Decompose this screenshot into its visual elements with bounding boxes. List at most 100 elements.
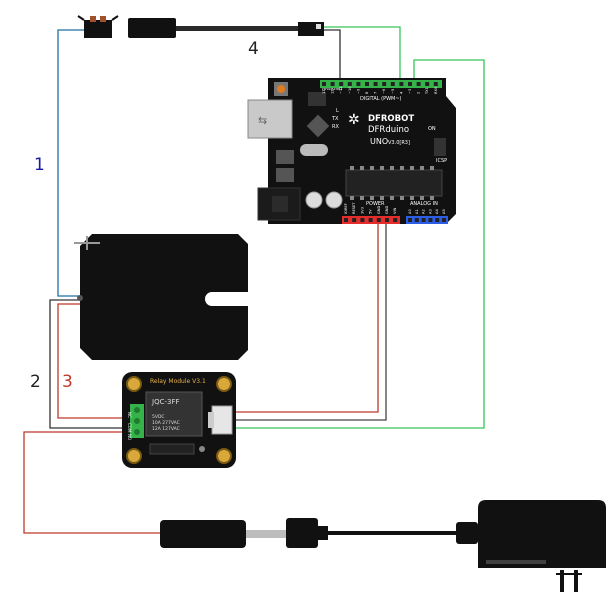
digital-pin [390,82,395,86]
power-pin-label: GND [385,206,389,214]
digital-pin [433,82,438,86]
svg-text:ON: ON [428,126,436,132]
wires [23,26,485,534]
power-header: IOREF RESET 3V3 5V GND GND VIN [342,202,400,224]
wire-2-dark [49,299,130,429]
power-header-label: POWER [366,201,385,207]
digital-pin [330,82,335,86]
digital-pin [399,82,404,86]
label-wire-3: 3 [62,372,73,392]
label-wire-4: 4 [248,39,259,59]
adapter-brick [478,500,606,568]
relay-part: JQC-3FF [151,398,180,406]
plus-icon [74,236,100,250]
svg-text:L: L [336,108,339,114]
cable-plug [128,18,176,38]
digital-pin-label: ~6 [382,88,386,94]
analog-pin-label: A5 [442,209,446,214]
water-pump [74,234,248,360]
label-wire-2: 2 [30,372,41,392]
analog-pin [414,218,419,222]
power-pin [393,218,398,222]
power-pin-label: 5V [369,209,373,214]
wire-signal-green [232,59,485,429]
digital-pin [416,82,421,86]
analog-header-label: ANALOG IN [410,201,438,207]
dc-barrel [246,530,286,538]
svg-text:RX: RX [332,124,339,130]
analog-pin-label: A2 [422,209,426,214]
analog-pin [435,218,440,222]
power-pin-label: RESET [352,202,356,214]
jst-connector-body [84,20,112,38]
svg-text:AREF: AREF [322,86,334,92]
digital-pin-label: ~10 [348,86,352,94]
digital-pin [382,82,387,86]
digital-pin [356,82,361,86]
digital-pin-label: 12 [331,89,335,94]
power-pin-label: 3V3 [360,207,364,214]
analog-pin-label: A0 [408,209,412,214]
power-pin [385,218,389,222]
digital-pin-label: ~11 [339,86,343,94]
power-pin [376,218,381,222]
usb-port [247,99,293,139]
digital-pin-label: ~3 [408,89,412,94]
analog-pin-label: A1 [415,209,419,214]
dfrobot-logo-icon: ✲ [348,112,360,128]
analog-pin [442,218,446,222]
digital-pin-label: 4 [399,91,403,94]
atmega-chip [345,169,443,197]
digital-pin-label: 7 [374,92,378,94]
wire-1-blue [57,29,84,297]
power-pin [360,218,365,222]
digital-pin [408,82,412,86]
brand-line-2: DFRduino [368,125,409,135]
wire-5v-red [232,224,379,413]
brand-line-1: DFROBOT [368,114,414,124]
digital-pin [365,82,369,86]
relay-terminal-label: NC [127,412,132,418]
relay-title: Relay Module V3.1 [150,378,206,385]
dc-plug-female [286,518,318,548]
wire-power-red [23,431,160,534]
power-pin-label: VIN [393,207,397,214]
power-pin [344,218,348,222]
svg-text:GND: GND [332,86,343,92]
digital-pin [347,82,352,86]
relay-terminal-label: NO [127,434,132,440]
analog-pin-label: A4 [435,209,439,214]
svg-text:TX: TX [331,116,339,122]
version-label: V3.0[R3] [388,140,410,146]
signal-connector [211,405,233,435]
svg-text:10A 277VAC: 10A 277VAC [152,420,180,426]
adapter-prong-2 [574,570,578,592]
wire-signal-green-top [322,26,401,82]
digital-pin-label: ~9 [356,88,360,94]
power-pin-label: GND [377,206,381,214]
power-pin-label: IOREF [344,203,348,214]
analog-pin [421,218,426,222]
pump-body [80,234,248,360]
dc-plug-male [160,520,246,548]
digital-pin-label: 8 [365,91,369,94]
svg-text:12A 127VAC: 12A 127VAC [152,426,180,432]
digital-pin [322,82,326,86]
analog-pin [408,218,412,222]
digital-pin-label: 2 [417,92,421,94]
pump-connector [77,15,119,38]
reset-button [277,85,285,93]
adapter-prong-1 [560,570,564,592]
analog-pin [428,218,433,222]
extension-cable [128,18,324,38]
adapter-cable [328,531,456,535]
svg-text:ICSP: ICSP [436,158,447,164]
cable [176,26,298,31]
relay-terminal-label: COM [127,423,132,433]
relay-module: Relay Module V3.1 JQC-3FF 5VDC 10A 277VA… [122,372,236,468]
analog-pin-label: A3 [428,209,432,214]
digital-pin [425,82,430,86]
